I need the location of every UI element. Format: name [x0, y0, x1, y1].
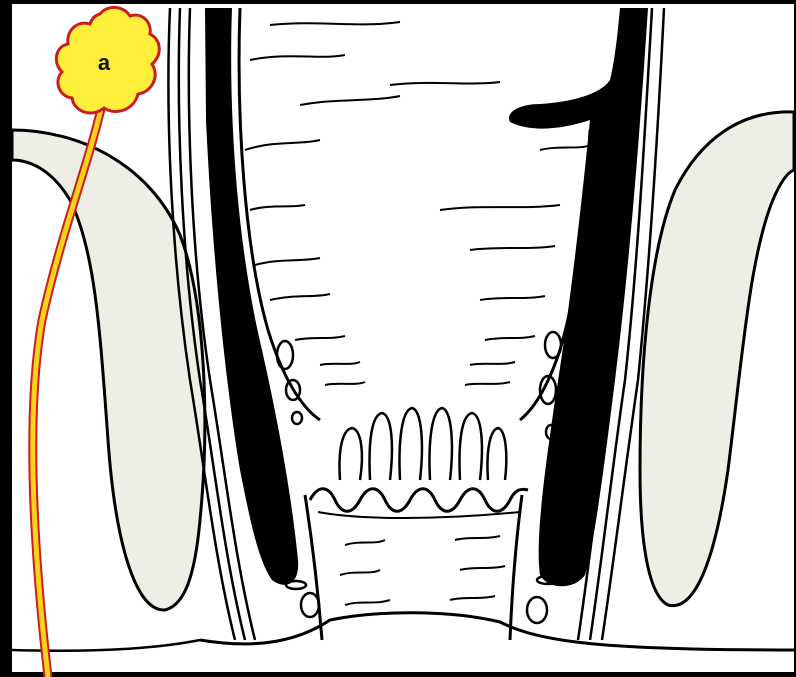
abscess-label: a [98, 50, 111, 75]
